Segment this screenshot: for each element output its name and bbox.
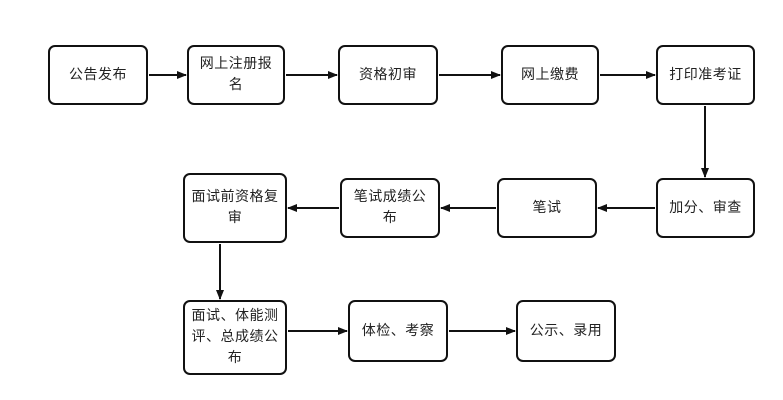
flow-node-label: 面试、体能测评、总成绩公布 [191, 308, 279, 366]
flow-node-label: 面试前资格复审 [191, 189, 279, 226]
flow-node-qualification-review[interactable]: 资格初审 [338, 45, 438, 105]
flow-node-print-admission-ticket[interactable]: 打印准考证 [656, 45, 755, 105]
flow-node-label: 网上缴费 [521, 66, 579, 83]
flow-node-label: 笔试成绩公布 [353, 189, 427, 226]
flow-node-bonus-points-audit[interactable]: 加分、审查 [656, 178, 755, 238]
flow-node-label: 网上注册报名 [199, 56, 273, 93]
flow-node-announcement[interactable]: 公告发布 [48, 45, 148, 105]
flow-node-written-exam[interactable]: 笔试 [497, 178, 597, 238]
flow-node-online-registration[interactable]: 网上注册报名 [187, 45, 285, 105]
flow-node-label: 公告发布 [69, 66, 127, 83]
flow-node-interview-fitness-total-score[interactable]: 面试、体能测评、总成绩公布 [183, 300, 287, 375]
flow-node-pre-interview-requalification[interactable]: 面试前资格复审 [183, 173, 287, 243]
flow-node-label: 体检、考察 [361, 322, 435, 339]
flow-node-publicity-employment[interactable]: 公示、录用 [516, 300, 616, 362]
flow-node-online-payment[interactable]: 网上缴费 [501, 45, 599, 105]
flow-node-written-exam-results[interactable]: 笔试成绩公布 [340, 178, 440, 238]
flow-node-medical-exam-investigation[interactable]: 体检、考察 [348, 300, 448, 362]
flow-node-label: 公示、录用 [529, 322, 603, 339]
flow-node-label: 加分、审查 [669, 199, 742, 216]
flow-node-label: 资格初审 [359, 66, 417, 83]
flow-node-label: 笔试 [532, 199, 562, 216]
flow-node-label: 打印准考证 [669, 66, 742, 83]
